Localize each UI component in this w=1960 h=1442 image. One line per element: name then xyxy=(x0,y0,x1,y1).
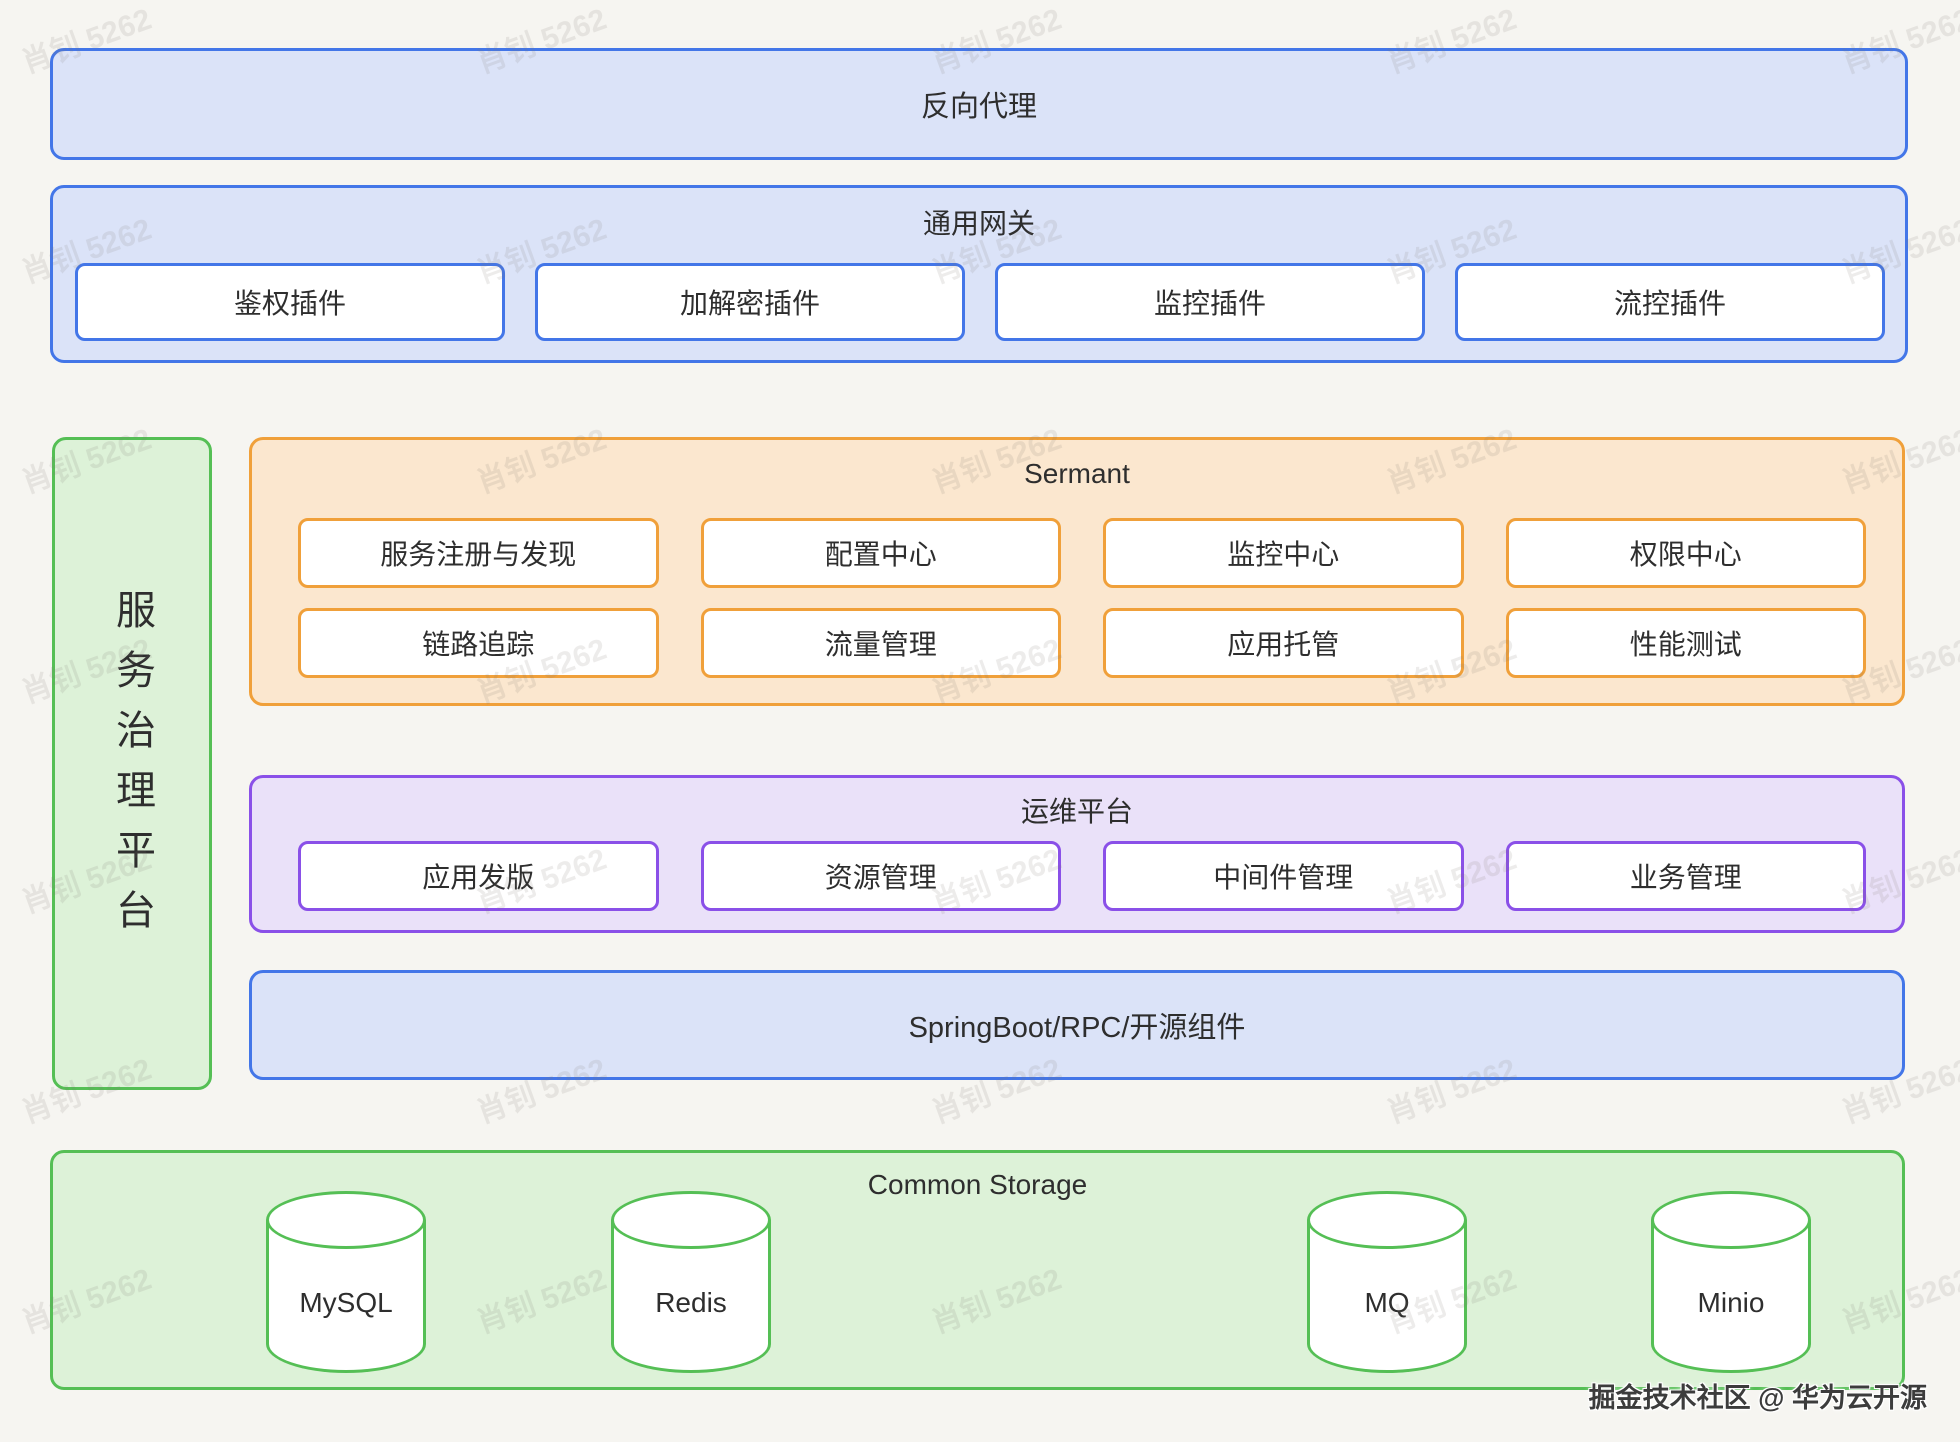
sermant-config-center: 配置中心 xyxy=(700,518,1061,588)
storage-label-mysql: MySQL xyxy=(299,1287,393,1318)
storage-label-redis: Redis xyxy=(655,1287,727,1318)
sermant-row-2: 链路追踪 流量管理 应用托管 性能测试 xyxy=(298,608,1866,678)
reverse-proxy-label: 反向代理 xyxy=(920,91,1037,123)
ops-middleware-mgmt: 中间件管理 xyxy=(1103,841,1464,911)
sermant-tracing: 链路追踪 xyxy=(298,608,659,678)
governance-label: 服务治理平台 xyxy=(110,588,154,949)
sermant-traffic-mgmt: 流量管理 xyxy=(700,608,1061,678)
sermant-band: Sermant 服务注册与发现 配置中心 监控中心 权限中心 链路追踪 流量管理… xyxy=(249,437,1905,706)
ops-title: 运维平台 xyxy=(1020,796,1133,827)
sermant-permission-center: 权限中心 xyxy=(1505,518,1866,588)
ops-resource-mgmt: 资源管理 xyxy=(700,841,1061,911)
storage-title: Common Storage xyxy=(867,1169,1088,1200)
ops-app-release: 应用发版 xyxy=(298,841,659,911)
sermant-app-hosting: 应用托管 xyxy=(1103,608,1464,678)
storage-cylinder-redis: Redis xyxy=(611,1191,771,1373)
governance-pillar: 服务治理平台 xyxy=(52,437,212,1090)
gateway-plugin-crypto: 加解密插件 xyxy=(535,263,965,341)
ops-row: 应用发版 资源管理 中间件管理 业务管理 xyxy=(298,841,1866,911)
gateway-band: 通用网关 鉴权插件 加解密插件 监控插件 流控插件 xyxy=(50,185,1908,363)
storage-label-minio: Minio xyxy=(1697,1287,1765,1318)
ops-business-mgmt: 业务管理 xyxy=(1505,841,1866,911)
gateway-plugin-flowcontrol: 流控插件 xyxy=(1455,263,1885,341)
gateway-plugin-row: 鉴权插件 加解密插件 监控插件 流控插件 xyxy=(75,263,1885,341)
attribution-text: 掘金技术社区 @ 华为云开源 xyxy=(1588,1383,1927,1413)
cylinder-top xyxy=(1307,1191,1467,1249)
storage-cylinder-mysql: MySQL xyxy=(266,1191,426,1373)
sermant-monitor-center: 监控中心 xyxy=(1103,518,1464,588)
framework-label: SpringBoot/RPC/开源组件 xyxy=(908,1012,1246,1044)
reverse-proxy-band: 反向代理 xyxy=(50,48,1908,160)
sermant-service-registry: 服务注册与发现 xyxy=(298,518,659,588)
gateway-plugin-monitor: 监控插件 xyxy=(995,263,1425,341)
framework-band: SpringBoot/RPC/开源组件 xyxy=(249,970,1905,1080)
storage-label-mq: MQ xyxy=(1364,1287,1410,1318)
sermant-perf-test: 性能测试 xyxy=(1505,608,1866,678)
cylinder-top xyxy=(266,1191,426,1249)
storage-cylinder-mq: MQ xyxy=(1307,1191,1467,1373)
sermant-row-1: 服务注册与发现 配置中心 监控中心 权限中心 xyxy=(298,518,1866,588)
gateway-title: 通用网关 xyxy=(922,208,1035,239)
storage-band: Common Storage MySQL Redis MQ Minio xyxy=(50,1150,1905,1390)
cylinder-top xyxy=(611,1191,771,1249)
gateway-plugin-auth: 鉴权插件 xyxy=(75,263,505,341)
sermant-title: Sermant xyxy=(1024,458,1130,489)
ops-band: 运维平台 应用发版 资源管理 中间件管理 业务管理 xyxy=(249,775,1905,933)
storage-cylinder-minio: Minio xyxy=(1651,1191,1811,1373)
cylinder-top xyxy=(1651,1191,1811,1249)
